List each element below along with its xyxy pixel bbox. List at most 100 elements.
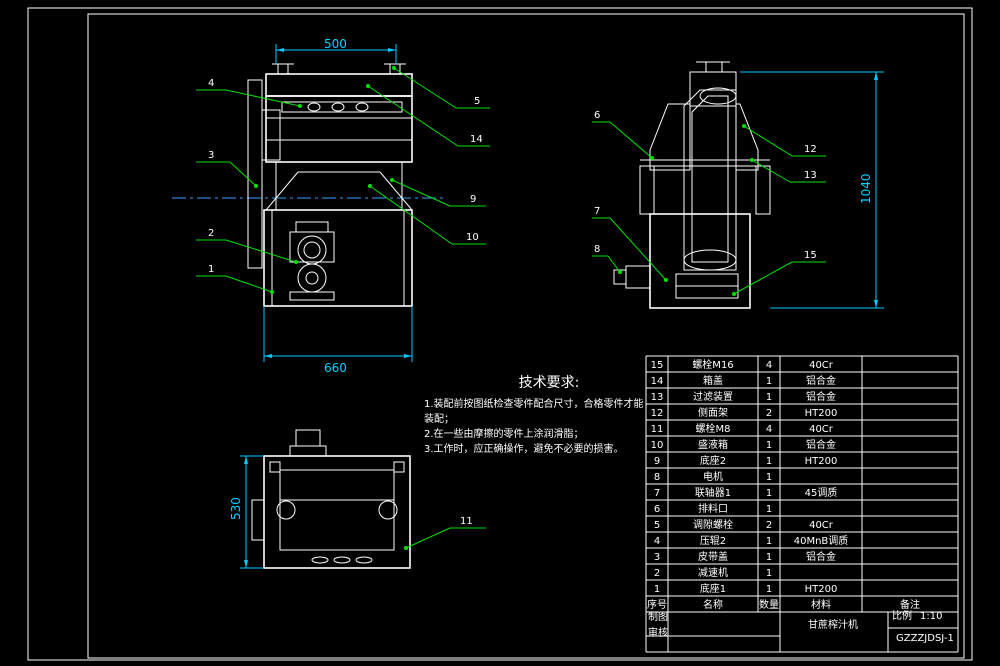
table-cell: 1 [766, 456, 772, 467]
table-cell: 1 [766, 504, 772, 515]
table-cell: 底座1 [700, 582, 726, 595]
table-cell: 压辊2 [700, 534, 726, 547]
table-cell: 9 [654, 456, 660, 467]
scale-value: 1:10 [920, 611, 942, 622]
callout-7: 7 [594, 206, 600, 217]
table-cell: 1 [766, 392, 772, 403]
side-view [613, 61, 884, 309]
table-cell: 铝合金 [806, 438, 836, 451]
dim-top-width: 500 [324, 37, 347, 51]
table-header-cell: 序号 [647, 598, 667, 611]
table-cell: 1 [766, 376, 772, 387]
table-cell: 箱盖 [703, 374, 723, 387]
tech-req-item-1: 1.装配前按图纸检查零件配合尺寸，合格零件才能装配； [424, 399, 644, 425]
callout-2: 2 [208, 228, 214, 239]
plan-view [240, 429, 411, 569]
outer-frame [27, 7, 973, 661]
callout-8: 8 [594, 244, 600, 255]
table-cell: 5 [654, 520, 660, 531]
table-cell: 1 [766, 584, 772, 595]
table-cell: 铝合金 [806, 550, 836, 563]
callout-1: 1 [208, 264, 214, 275]
tech-req-item-2: 2.在一些由摩擦的零件上涂润滑脂； [424, 429, 584, 440]
table-cell: 底座2 [700, 454, 726, 467]
tech-req-title: 技术要求: [518, 375, 580, 391]
table-cell: 4 [654, 536, 660, 547]
table-cell: 40Cr [809, 520, 834, 531]
dim-plan-depth: 530 [229, 497, 243, 520]
table-cell: 14 [651, 376, 664, 387]
parts-table-grid [645, 355, 959, 653]
table-cell: 皮带盖 [698, 550, 728, 563]
callout-9: 9 [470, 194, 476, 205]
table-header-cell: 名称 [703, 598, 723, 611]
table-cell: 7 [654, 488, 660, 499]
table-cell: 6 [654, 504, 660, 515]
table-cell: 2 [654, 568, 660, 579]
table-cell: 12 [651, 408, 664, 419]
callout-11: 11 [460, 516, 473, 527]
table-cell: HT200 [805, 456, 838, 467]
table-cell: HT200 [805, 408, 838, 419]
table-cell: 侧面架 [698, 406, 728, 419]
table-cell: 10 [651, 440, 664, 451]
checked-by-label: 审核 [648, 626, 668, 639]
table-cell: 螺栓M8 [696, 422, 731, 435]
table-cell: 1 [766, 440, 772, 451]
table-cell: 调隙螺栓 [693, 518, 733, 531]
callout-5: 5 [474, 96, 480, 107]
table-cell: 铝合金 [806, 374, 836, 387]
table-header-cell: 备注 [900, 598, 920, 611]
table-cell: 过滤装置 [693, 390, 733, 403]
callout-4: 4 [208, 78, 214, 89]
scale-label: 比例 [892, 609, 912, 622]
front-view [172, 44, 444, 362]
drawn-by-label: 制图 [648, 610, 668, 623]
leader-lines [196, 66, 826, 550]
callout-6: 6 [594, 110, 600, 121]
table-cell: 40Cr [809, 360, 834, 371]
callout-3: 3 [208, 150, 214, 161]
table-cell: 45调质 [805, 487, 838, 499]
table-header-cell: 材料 [811, 598, 831, 611]
callout-12: 12 [804, 144, 817, 155]
table-cell: 1 [654, 584, 660, 595]
table-cell: 13 [651, 392, 664, 403]
table-cell: 11 [651, 424, 664, 435]
table-header-cell: 数量 [759, 598, 779, 611]
dim-height: 1040 [859, 173, 873, 204]
table-cell: 排料口 [698, 502, 728, 515]
table-cell: 电机 [703, 470, 723, 483]
table-cell: 螺栓M16 [692, 358, 733, 371]
table-cell: 2 [766, 408, 772, 419]
tech-req-item-3: 3.工作时，应正确操作，避免不必要的损害。 [424, 444, 624, 455]
callout-14: 14 [470, 134, 483, 145]
table-cell: 4 [766, 360, 772, 371]
table-cell: 3 [654, 552, 660, 563]
table-cell: 8 [654, 472, 660, 483]
callout-13: 13 [804, 170, 817, 181]
inner-frame [87, 13, 965, 659]
table-cell: 40Cr [809, 424, 834, 435]
table-cell: 1 [766, 552, 772, 563]
drawing-number: GZZZJDSJ-1 [896, 633, 954, 644]
table-cell: HT200 [805, 584, 838, 595]
table-cell: 15 [651, 360, 664, 371]
callout-10: 10 [466, 232, 479, 243]
table-cell: 1 [766, 536, 772, 547]
table-cell: 1 [766, 472, 772, 483]
table-cell: 盛液箱 [698, 438, 728, 451]
table-cell: 4 [766, 424, 772, 435]
table-cell: 1 [766, 488, 772, 499]
table-cell: 40MnB调质 [794, 535, 849, 547]
product-name: 甘蔗榨汁机 [808, 618, 858, 631]
table-cell: 铝合金 [806, 390, 836, 403]
callout-15: 15 [804, 250, 817, 261]
table-cell: 减速机 [698, 566, 728, 579]
table-cell: 联轴器1 [695, 486, 731, 499]
dim-bottom-width: 660 [324, 361, 347, 375]
table-cell: 2 [766, 520, 772, 531]
